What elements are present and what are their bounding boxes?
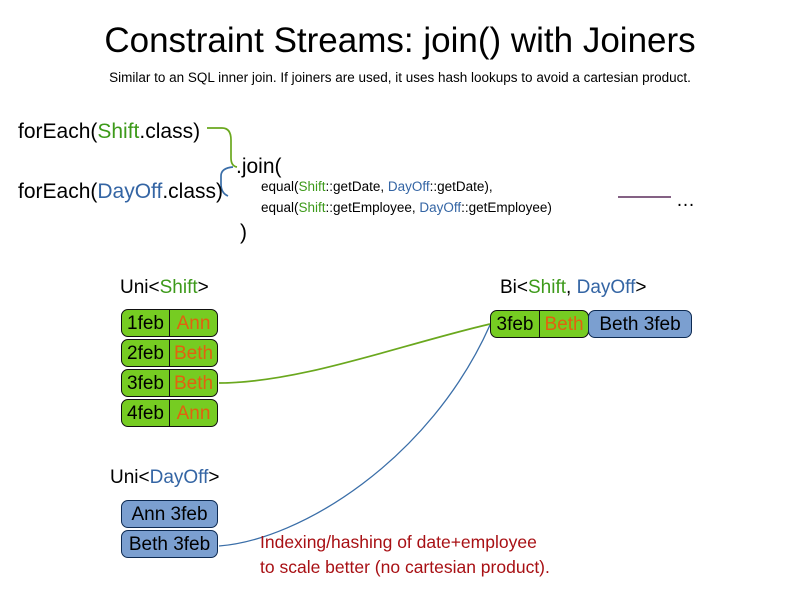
- bi-row-employee: Beth: [544, 313, 584, 335]
- bi-header-type-a: Shift: [528, 277, 567, 298]
- uni-dayoff-header-type: DayOff: [149, 467, 209, 488]
- joiner-2-left-type: Shift: [298, 200, 326, 215]
- joiner-line-1: equal(Shift::getDate, DayOff::getDate),: [261, 179, 493, 194]
- foreach-dayoff-suffix: .class): [162, 180, 224, 203]
- uni-dayoff-row-0[interactable]: Ann 3feb: [121, 500, 218, 528]
- joiner-1-left-type: Shift: [298, 179, 326, 194]
- uni-shift-row-3[interactable]: 4feb Ann: [121, 399, 218, 427]
- connector-shift-to-join: [207, 127, 238, 168]
- dayoff-row-0-label: Ann 3feb: [131, 503, 208, 525]
- joiner-2-right-type: DayOff: [419, 200, 462, 215]
- bi-header: Bi<Shift, DayOff>: [500, 277, 646, 299]
- shift-row-1-employee: Beth: [173, 342, 214, 364]
- connector-shift-row-to-bi: [218, 323, 491, 384]
- foreach-shift-line: forEach(Shift.class): [18, 120, 200, 144]
- foreach-dayoff-line: forEach(DayOff.class): [18, 180, 223, 204]
- annotation-line-1: Indexing/hashing of date+employee: [260, 532, 537, 552]
- annotation-line-2: to scale better (no cartesian product).: [260, 557, 550, 577]
- uni-shift-header-type: Shift: [159, 277, 198, 298]
- uni-shift-header-prefix: Uni<: [120, 277, 160, 298]
- shift-row-3-date: 4feb: [122, 400, 170, 426]
- page-subtitle: Similar to an SQL inner join. If joiners…: [109, 70, 691, 85]
- foreach-dayoff-prefix: forEach(: [18, 180, 98, 203]
- join-close-token: ): [240, 221, 247, 244]
- uni-shift-row-1[interactable]: 2feb Beth: [121, 339, 218, 367]
- foreach-shift-suffix: .class): [139, 120, 201, 143]
- joiner-1-right-type: DayOff: [387, 179, 430, 194]
- uni-dayoff-row-1[interactable]: Beth 3feb: [121, 530, 218, 558]
- foreach-dayoff-type: DayOff: [97, 180, 163, 203]
- shift-row-0-date: 1feb: [122, 310, 170, 336]
- shift-row-1-date: 2feb: [122, 340, 170, 366]
- shift-row-2-date: 3feb: [122, 370, 170, 396]
- joiner-1-prefix: equal(: [261, 179, 299, 194]
- uni-dayoff-header-prefix: Uni<: [110, 467, 150, 488]
- uni-dayoff-header: Uni<DayOff>: [110, 467, 220, 489]
- page-title: Constraint Streams: join() with Joiners: [104, 21, 696, 60]
- bi-row-shift-part[interactable]: 3feb Beth: [490, 310, 589, 338]
- ellipsis-token: …: [676, 190, 695, 211]
- foreach-shift-type: Shift: [97, 120, 140, 143]
- bi-header-separator: ,: [566, 277, 577, 298]
- shift-row-2-employee: Beth: [173, 372, 214, 394]
- joiner-2-right-rest: ::getEmployee): [461, 200, 552, 215]
- bi-row-date: 3feb: [491, 311, 540, 337]
- shift-row-3-employee: Ann: [176, 402, 211, 424]
- shift-row-0-employee: Ann: [176, 312, 211, 334]
- joiner-line-2: equal(Shift::getEmployee, DayOff::getEmp…: [261, 200, 552, 215]
- bi-header-prefix: Bi<: [500, 277, 528, 298]
- connector-dayoff-row-to-bi: [218, 324, 491, 547]
- foreach-shift-prefix: forEach(: [18, 120, 98, 143]
- joiner-1-right-rest: ::getDate),: [429, 179, 493, 194]
- join-open-token: .join(: [236, 155, 282, 178]
- bi-header-type-b: DayOff: [576, 277, 636, 298]
- joiner-2-left-rest: ::getEmployee,: [325, 200, 420, 215]
- joiner-1-left-rest: ::getDate,: [325, 179, 388, 194]
- dayoff-row-1-label: Beth 3feb: [128, 533, 211, 555]
- bi-row-dayoff: Beth 3feb: [599, 313, 681, 335]
- bi-header-suffix: >: [635, 277, 647, 298]
- uni-shift-header-suffix: >: [197, 277, 209, 298]
- joiner-2-prefix: equal(: [261, 200, 299, 215]
- uni-shift-row-2[interactable]: 3feb Beth: [121, 369, 218, 397]
- uni-shift-header: Uni<Shift>: [120, 277, 209, 299]
- uni-shift-row-0[interactable]: 1feb Ann: [121, 309, 218, 337]
- uni-dayoff-header-suffix: >: [208, 467, 220, 488]
- bi-row-dayoff-part[interactable]: Beth 3feb: [588, 310, 692, 338]
